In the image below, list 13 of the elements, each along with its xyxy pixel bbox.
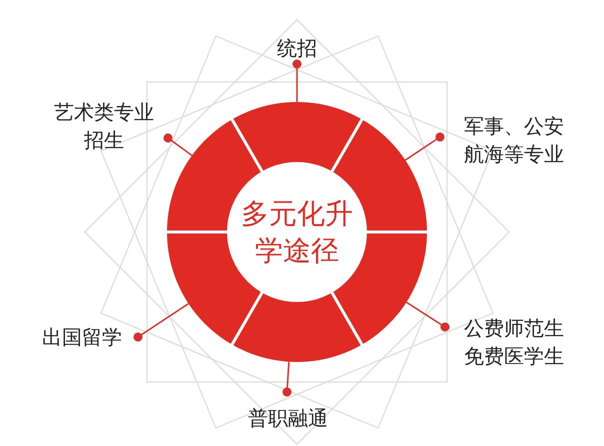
leader-line [134,303,189,342]
leader-line [164,134,192,156]
category-label: 统招 [262,34,332,62]
leader-line [404,132,444,161]
category-label: 公费师范生免费医学生 [462,314,566,370]
category-label: 艺术类专业招生 [52,98,156,154]
leader-line [282,362,292,396]
category-label: 出国留学 [34,323,130,351]
category-label: 普职融通 [240,404,336,432]
center-title: 多元化升学途径 [240,196,354,269]
leader-line [292,60,302,102]
leader-line [406,302,450,332]
category-label: 军事、公安航海等专业 [462,112,566,168]
